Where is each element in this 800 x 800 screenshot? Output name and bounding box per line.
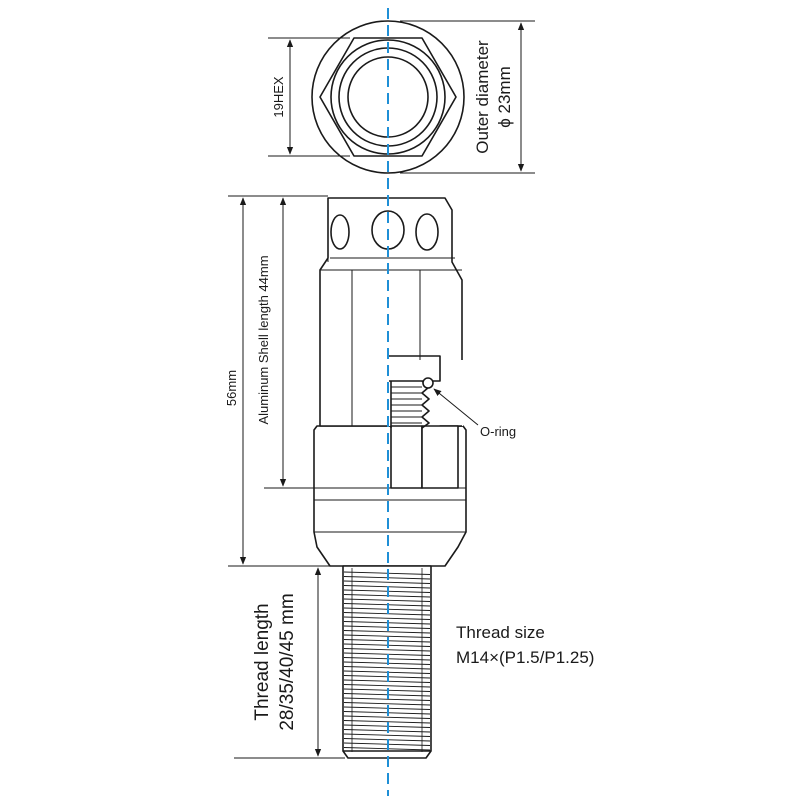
thread-line (343, 702, 431, 706)
thread-line (343, 720, 431, 724)
shell-length-label: Aluminum Shell length 44mm (256, 255, 271, 424)
thread-size-label-line2: M14×(P1.5/P1.25) (456, 648, 594, 667)
total-length-label: 56mm (224, 370, 239, 406)
thread-line (343, 648, 431, 652)
outer-diameter-label-line2: ϕ 23mm (495, 66, 514, 127)
thread-length-label-line2: 28/35/40/45 mm (277, 593, 298, 730)
oring-callout: O-ring (433, 388, 516, 439)
inner-sleeve (390, 425, 423, 489)
thread-line (343, 684, 431, 688)
thread-line (343, 580, 431, 584)
thread-length-label-line1: Thread length (252, 603, 273, 720)
outer-diameter-label-line1: Outer diameter (473, 40, 492, 154)
hex-label: 19HEX (271, 76, 286, 118)
hex-outline (319, 37, 457, 157)
thread-line (343, 715, 431, 719)
thread-line (343, 634, 431, 638)
side-hole-left (330, 214, 350, 250)
hex-dimension: 19HEX (268, 37, 350, 157)
thread-size-callout: Thread size M14×(P1.5/P1.25) (456, 623, 594, 667)
o-ring (422, 377, 434, 389)
side-hole-right (415, 213, 439, 251)
total-length-dimension: 56mm (224, 195, 330, 567)
thread-size-label-line1: Thread size (456, 623, 545, 642)
outer-circle (311, 20, 465, 174)
thread-line (343, 733, 431, 737)
oring-label: O-ring (480, 424, 516, 439)
thread-line (343, 598, 431, 602)
side-view (313, 197, 467, 759)
thread-line (343, 697, 431, 701)
thread-line (343, 616, 431, 620)
outer-diameter-dimension: Outer diameter ϕ 23mm (400, 20, 535, 174)
shell-length-dimension: Aluminum Shell length 44mm (256, 197, 314, 489)
thread-line (343, 630, 431, 634)
thread-line (343, 666, 431, 670)
thread-length-dimension: Thread length 28/35/40/45 mm (234, 567, 345, 759)
